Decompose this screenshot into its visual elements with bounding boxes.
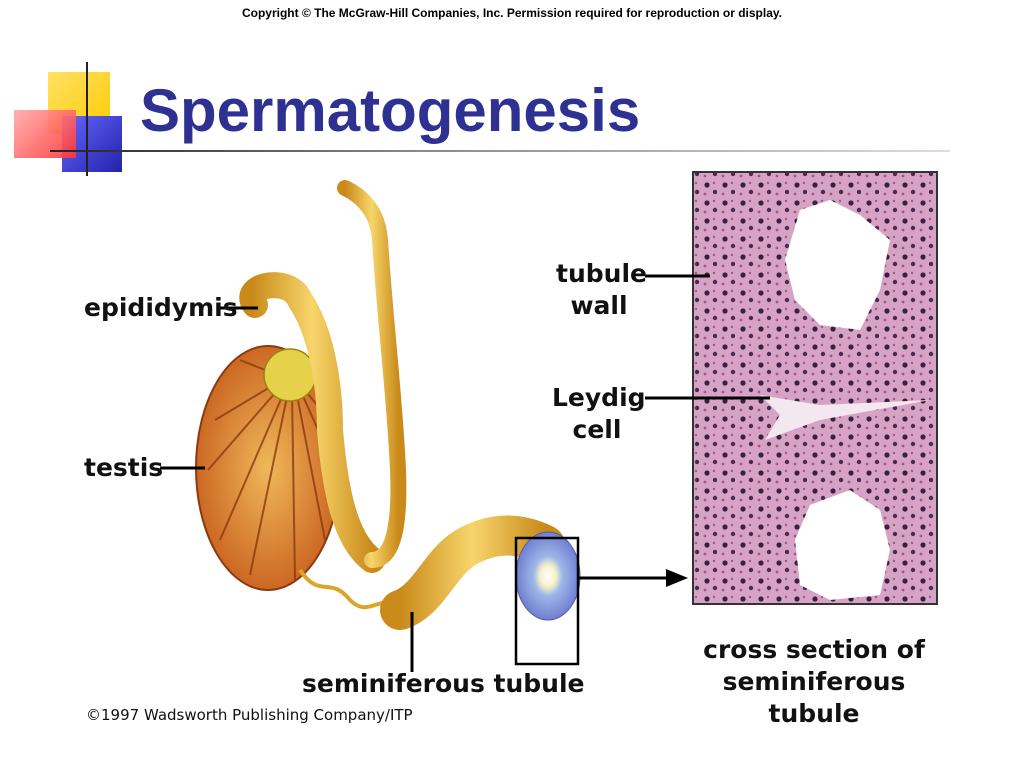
copyright-notice: Copyright © The McGraw-Hill Companies, I… <box>241 6 783 20</box>
slide-title: Spermatogenesis <box>140 77 641 144</box>
label-epididymis: epididymis <box>84 293 238 322</box>
testis-drawing <box>195 345 341 591</box>
micrograph-panel <box>692 171 938 605</box>
epididymis-drawing <box>239 180 407 573</box>
label-testis: testis <box>84 453 164 482</box>
leydig-space <box>760 395 930 440</box>
deco-vertical-line <box>86 62 88 176</box>
publisher-credit: ©1997 Wadsworth Publishing Company/ITP <box>86 706 413 724</box>
seminiferous-tubule-drawing <box>298 515 581 630</box>
lumen-bottom <box>795 490 890 600</box>
label-cross-section-line1: cross section of <box>703 635 925 664</box>
label-tubule-wall-line2: wall <box>570 291 628 320</box>
label-leydig-line1: Leydig <box>552 383 646 412</box>
label-tubule-wall-line1: tubule <box>556 259 647 288</box>
deco-horizontal-line <box>50 150 950 152</box>
arrow-head <box>666 569 688 587</box>
label-leydig-line2: cell <box>572 415 622 444</box>
magnification-box <box>514 536 580 666</box>
label-cross-section-line2: seminiferous tubule <box>722 667 906 728</box>
lumen-top <box>785 200 890 330</box>
label-seminiferous-tubule: seminiferous tubule <box>302 669 585 698</box>
